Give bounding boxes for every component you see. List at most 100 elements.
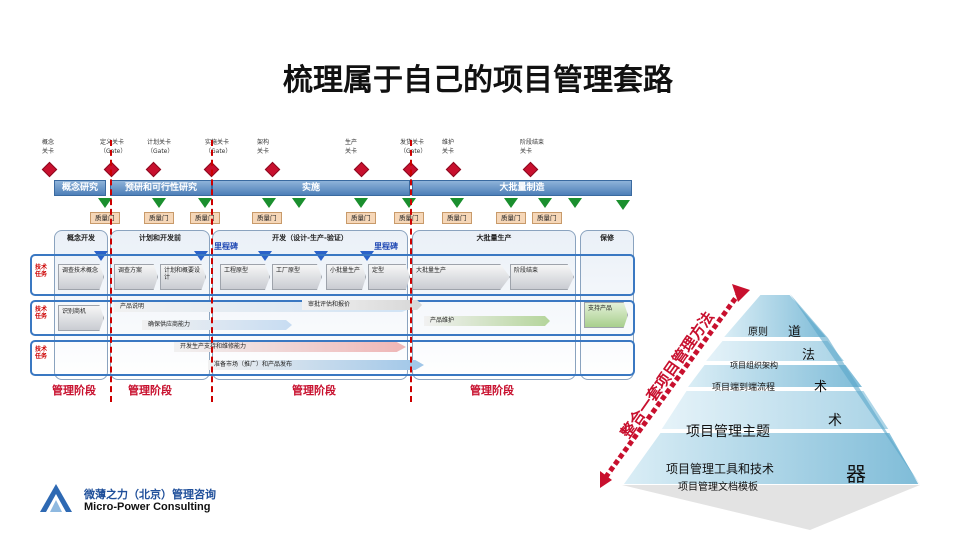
gate-label: 架构 关卡 <box>257 139 270 155</box>
pyramid-level-char: 术 <box>814 380 828 395</box>
checkpoint-triangle <box>262 198 276 208</box>
checkpoint-triangle <box>354 198 368 208</box>
quality-gate: 质量门 <box>90 212 120 224</box>
pyramid-level-label: 项目端到端流程 <box>712 383 776 393</box>
pyramid-level <box>620 431 922 486</box>
quality-gate: 质量门 <box>190 212 220 224</box>
quality-gate: 质量门 <box>144 212 174 224</box>
brand-name-en: Micro-Power Consulting <box>84 501 211 513</box>
phase-bar: 预研和可行性研究 <box>110 180 212 196</box>
phase-divider <box>110 140 112 402</box>
task-arrow: 大批量生产 <box>412 264 510 290</box>
checkpoint-triangle <box>504 198 518 208</box>
pyramid-level <box>658 389 892 431</box>
quality-gate: 质量门 <box>394 212 424 224</box>
gate-diamond <box>445 161 462 178</box>
phase-bar: 大批量制造 <box>412 180 632 196</box>
pyramid-side <box>790 294 920 485</box>
milestone-marker <box>360 251 374 261</box>
pyramid-level-sublabel: 项目管理文档模板 <box>678 482 758 493</box>
pyramid-level-char: 道 <box>788 325 802 340</box>
pyramid-base <box>622 485 920 530</box>
task-bar: 确保供应商能力 <box>142 320 292 330</box>
milestone-marker <box>258 251 272 261</box>
task-arrow: 调查方案 <box>114 264 158 290</box>
milestone-marker <box>194 251 208 261</box>
task-arrow: 工厂原型 <box>272 264 322 290</box>
pyramid-level-label: 项目组织架构 <box>730 361 778 370</box>
gate-diamond <box>353 161 370 178</box>
gate-diamond <box>522 161 539 178</box>
checkpoint-triangle <box>538 198 552 208</box>
task-row: 技术任务 <box>30 254 635 296</box>
task-bar: 审批评估和报价 <box>302 300 422 310</box>
gate-diamond <box>264 161 281 178</box>
gate-label: 定义关卡 （Gate） <box>100 139 127 155</box>
gate-label: 生产 关卡 <box>345 139 358 155</box>
quality-gate: 质量门 <box>346 212 376 224</box>
pyramid-graphic <box>594 284 922 530</box>
management-phase-label: 管理阶段 <box>292 384 336 397</box>
quality-gate: 质量门 <box>496 212 526 224</box>
quality-gate: 质量门 <box>442 212 472 224</box>
gate-label: 发货关卡 （Gate） <box>400 139 427 155</box>
task-arrow: 小批量生产 <box>326 264 366 290</box>
checkpoint-triangle <box>152 198 166 208</box>
pyramid-level-label: 项目管理工具和技术 <box>666 462 775 476</box>
pyramid-level-label: 项目管理主题 <box>686 424 770 440</box>
task-arrow: 定型 <box>368 264 410 290</box>
methodology-pyramid: 整合一套项目管理方法 原则 道 项目组织架构 法 项目端到端流程 术 项目管理主… <box>594 280 940 535</box>
task-arrow: 调查技术概念 <box>58 264 104 290</box>
row-label: 技术任务 <box>34 346 47 360</box>
task-arrow: 支持产品 <box>584 302 628 328</box>
slide-title: 梳理属于自己的项目管理套路 <box>283 63 673 98</box>
stage-panel-title: 计划和开发前 <box>139 234 181 242</box>
task-bar: 准备市场（推广）和产品发布 <box>208 360 424 370</box>
stage-panel-title: 概念开发 <box>67 234 95 242</box>
task-row: 技术任务 <box>30 340 635 376</box>
gate-diamond <box>41 161 58 178</box>
pyramid-level-char: 术 <box>828 413 842 429</box>
method-arrow-head <box>594 468 612 492</box>
management-phase-label: 管理阶段 <box>128 384 172 397</box>
milestone-marker <box>94 251 108 261</box>
phase-bar: 实施 <box>212 180 410 196</box>
milestone-label: 里程碑 <box>214 242 238 251</box>
pyramid-level <box>701 339 849 363</box>
pyramid-level-label: 原则 <box>748 327 768 338</box>
task-bar: 产品说明 <box>114 302 414 312</box>
pyramid-level <box>684 363 866 389</box>
task-bar: 开发生产支持和维修能力 <box>174 342 406 352</box>
brand-logo-icon <box>40 484 72 512</box>
quality-gate: 质量门 <box>532 212 562 224</box>
phase-divider <box>211 140 213 402</box>
checkpoint-triangle <box>198 198 212 208</box>
task-bar: 产品维护 <box>424 316 550 326</box>
management-phase-label: 管理阶段 <box>470 384 514 397</box>
stage-panel-title: 开发（设计-生产-验证） <box>272 234 348 242</box>
milestone-label: 里程碑 <box>374 242 398 251</box>
checkpoint-triangle <box>98 198 112 208</box>
task-arrow: 识别商机 <box>58 305 104 331</box>
management-phase-label: 管理阶段 <box>52 384 96 397</box>
gate-label: 实施关卡 （Gate） <box>205 139 232 155</box>
gate-diamond <box>145 161 162 178</box>
pyramid-level-char: 器 <box>846 462 866 486</box>
gate-label: 概念 关卡 <box>42 139 55 155</box>
checkpoint-triangle <box>402 198 416 208</box>
task-arrow: 工程原型 <box>220 264 270 290</box>
task-arrow: 阶段结束 <box>510 264 574 290</box>
milestone-marker <box>314 251 328 261</box>
phase-bar: 概念研究 <box>54 180 106 196</box>
lifecycle-diagram: 概念 关卡 定义关卡 （Gate） 计划关卡 （Gate） 实施关卡 （Gate… <box>30 130 640 410</box>
task-arrow: 计划和概要设计 <box>160 264 206 290</box>
checkpoint-triangle <box>568 198 582 208</box>
row-label: 技术任务 <box>34 264 47 278</box>
stage-panel-title: 大批量生产 <box>476 234 512 242</box>
checkpoint-triangle <box>292 198 306 208</box>
row-label: 技术任务 <box>34 306 47 320</box>
phase-divider <box>410 140 412 402</box>
gate-label: 维护 关卡 <box>442 139 455 155</box>
gate-label: 计划关卡 （Gate） <box>147 139 174 155</box>
quality-gate: 质量门 <box>252 212 282 224</box>
